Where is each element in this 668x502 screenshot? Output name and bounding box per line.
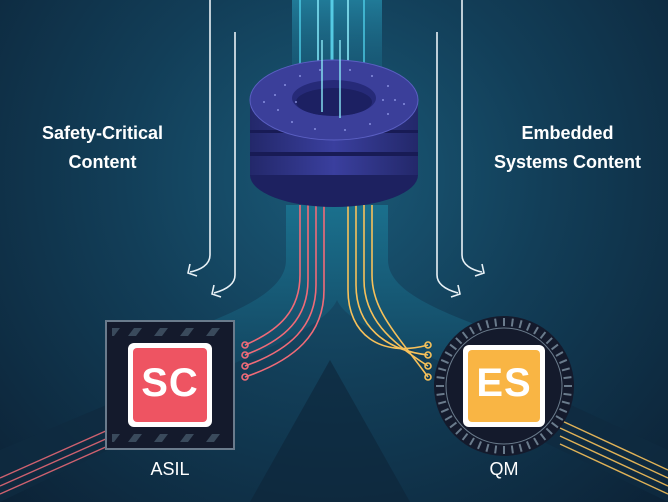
gear-tooth — [477, 322, 482, 331]
gear-tooth — [436, 376, 445, 380]
arrow-right-outer — [461, 0, 485, 277]
embedded-systems-label-line1: Embedded — [521, 123, 614, 143]
traces-bottom-right — [559, 419, 668, 495]
gear-tooth — [485, 320, 490, 329]
gear-tooth — [526, 441, 531, 450]
gear-tooth — [449, 343, 458, 351]
gear-tooth — [555, 415, 564, 421]
safety-chip-face — [133, 348, 207, 422]
gear-tooth — [438, 367, 447, 372]
arrow-right-inner — [436, 32, 461, 298]
gear-tooth — [561, 367, 570, 372]
safety-critical-label-line2: Content — [68, 152, 137, 172]
traces-left — [244, 205, 325, 378]
split-channel — [140, 205, 540, 395]
arrow-left-outer — [187, 0, 211, 277]
gear-tooth — [518, 443, 523, 452]
processing-hub — [249, 40, 419, 207]
gear-tooth — [444, 415, 453, 421]
es-badge-text: ES — [476, 361, 532, 405]
gear-tooth — [563, 376, 572, 380]
gear-tooth — [518, 320, 523, 329]
gear-tooth — [545, 427, 553, 435]
safety-critical-label-line1: Safety-Critical — [41, 123, 164, 143]
traces-right-ends — [424, 341, 432, 381]
gear-tooth — [563, 392, 572, 396]
gear-tooth — [438, 400, 447, 405]
sc-badge-text: SC — [141, 361, 199, 405]
gear-tooth — [477, 441, 482, 450]
gear-tooth — [533, 437, 539, 446]
arrow-left-inner — [211, 32, 236, 298]
gear-tooth — [559, 408, 568, 413]
gear-tooth — [440, 408, 449, 413]
gear-tooth — [455, 337, 463, 345]
gear-tooth — [510, 318, 514, 327]
gear-tooth — [539, 432, 547, 441]
gear-tooth — [440, 359, 449, 364]
embedded-systems-label: Embedded Systems Content — [480, 119, 655, 177]
safety-chip — [105, 320, 235, 450]
gear-tooth — [533, 326, 539, 335]
embedded-gear — [434, 316, 574, 456]
gear-tooth — [485, 443, 490, 452]
gear-tooth — [559, 359, 568, 364]
gear-tooth — [469, 437, 475, 446]
gear-tooth — [469, 326, 475, 335]
gear-tooth — [494, 318, 498, 327]
embedded-gear-face — [468, 350, 540, 422]
gear-tooth — [449, 421, 458, 429]
gear-tooth — [550, 421, 559, 429]
asil-tag: ASIL — [150, 459, 190, 479]
gear-tooth — [461, 331, 469, 340]
safety-critical-label: Safety-Critical Content — [20, 119, 185, 177]
gear-tooth — [561, 400, 570, 405]
gear-tooth — [494, 445, 498, 454]
gear-tooth — [526, 322, 531, 331]
qm-tag: QM — [489, 459, 519, 479]
traces-right — [347, 205, 429, 378]
gear-tooth — [539, 331, 547, 340]
gear-tooth — [545, 337, 553, 345]
gear-tooth — [461, 432, 469, 441]
gear-tooth — [555, 351, 564, 357]
embedded-systems-label-line2: Systems Content — [493, 152, 642, 172]
gear-tooth — [444, 351, 453, 357]
gear-tooth — [550, 343, 559, 351]
gear-tooth — [510, 445, 514, 454]
traces-left-ends — [241, 341, 249, 381]
gear-tooth — [455, 427, 463, 435]
gear-tooth — [436, 392, 445, 396]
traces-bottom-left — [0, 429, 109, 495]
